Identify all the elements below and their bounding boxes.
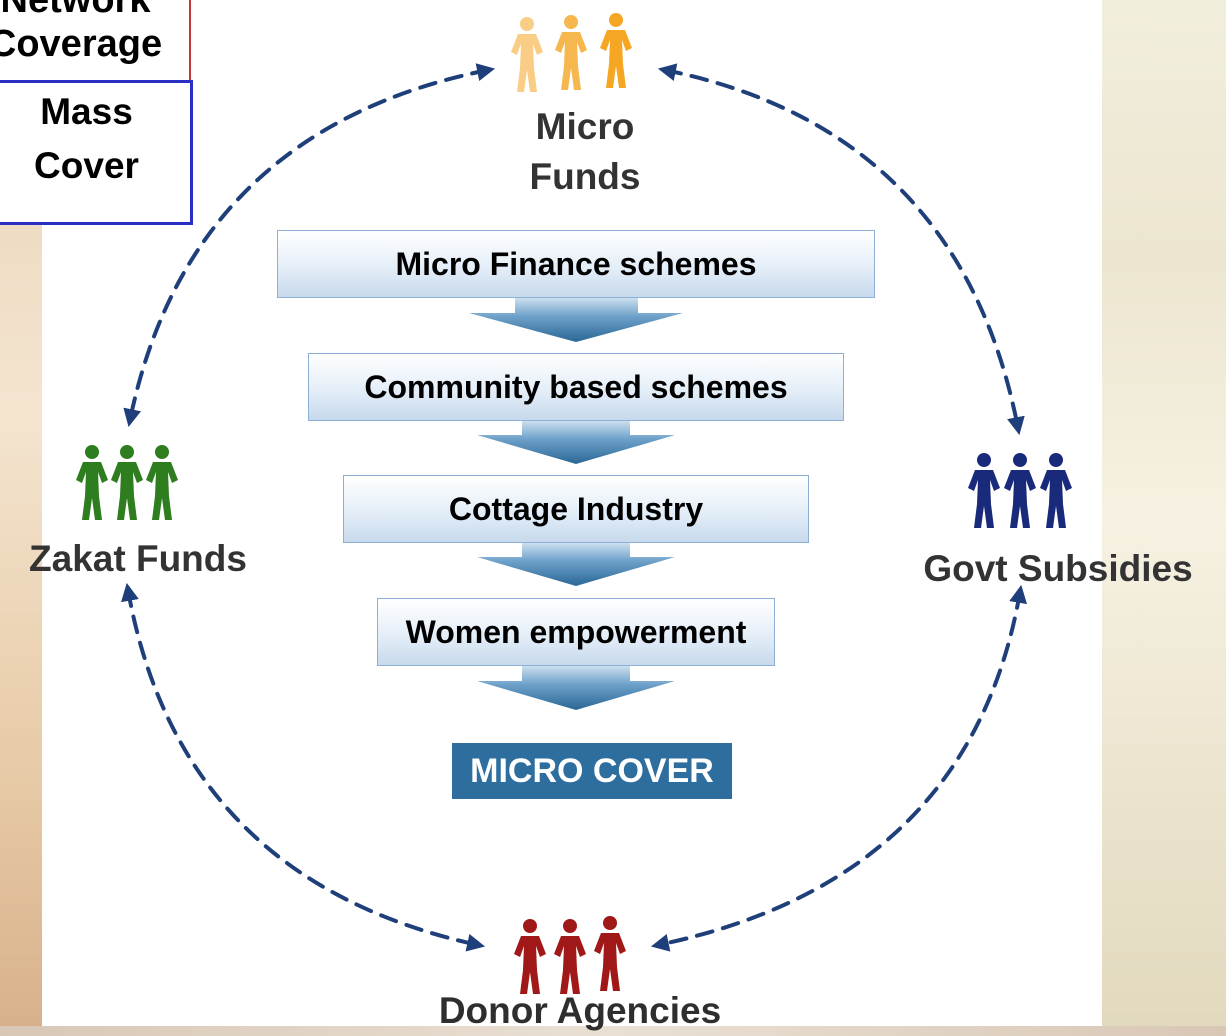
legend-network-line2: Coverage [0,23,163,65]
down-arrow-1 [469,296,683,342]
background-bottom-strip [0,1026,1226,1036]
people-icon-micro-funds [511,13,632,92]
down-arrow-3 [477,541,675,586]
connector-top-right [657,63,1025,436]
node-label-govt-subsidies: Govt Subsidies [923,548,1193,589]
step-cottage-industry: Cottage Industry [343,475,809,543]
connector-top-left [123,63,496,428]
connector-right-bottom [650,584,1028,952]
people-icon-donor-agencies [514,916,626,994]
result-micro-cover: MICRO COVER [452,743,732,799]
people-icon-govt-subsidies [968,453,1072,528]
node-label-micro-funds: Micro Funds [490,102,680,202]
down-arrow-2 [477,419,675,464]
node-label-micro-line2: Funds [529,156,641,197]
legend-mass-cover: Mass Cover [0,80,193,225]
step-community-based-schemes: Community based schemes [308,353,844,421]
legend-mass-line1: Mass [40,91,133,132]
step-women-empowerment: Women empowerment [377,598,775,666]
legend-network-line1: Network [0,0,151,21]
node-label-zakat-funds: Zakat Funds [29,538,247,579]
down-arrow-4 [477,664,675,710]
step-micro-finance-schemes: Micro Finance schemes [277,230,875,298]
background-right [1101,0,1226,1036]
node-label-micro-line1: Micro [535,106,635,147]
legend-mass-line2: Cover [34,145,139,186]
people-icon-zakat-funds [76,445,178,520]
node-label-donor-agencies: Donor Agencies [438,990,722,1031]
